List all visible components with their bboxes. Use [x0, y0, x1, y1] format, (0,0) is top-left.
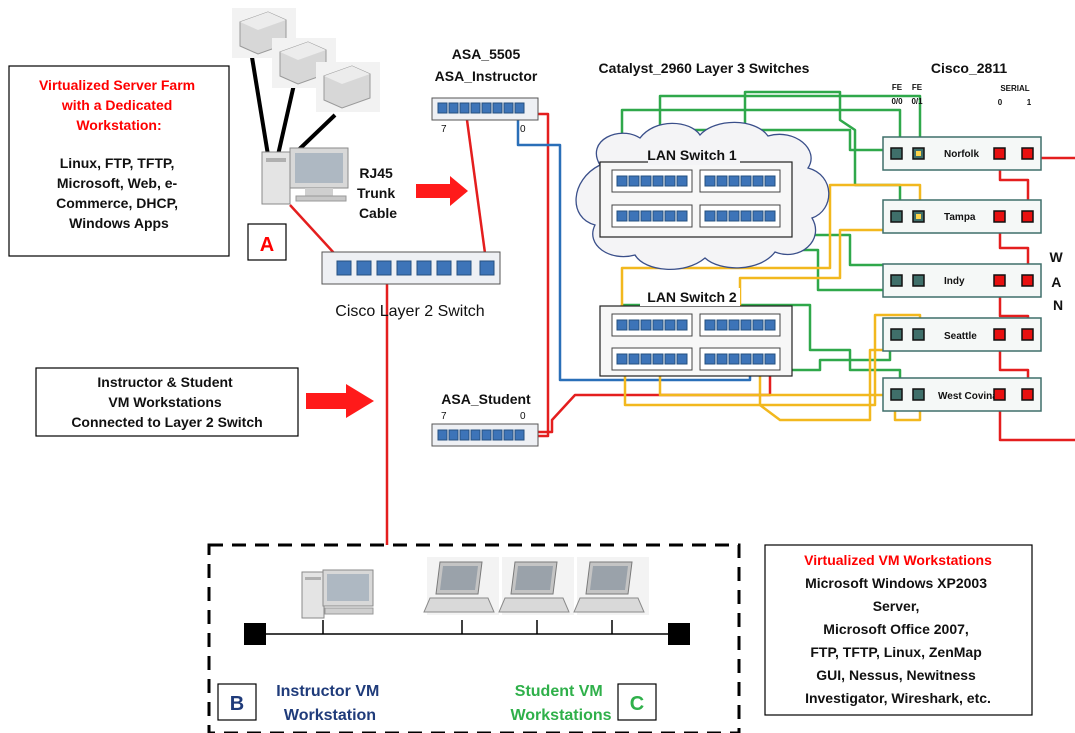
server-farm-group: Virtualized Server Farm with a Dedicated…: [8, 8, 380, 261]
lan-dashed-box: [207, 543, 741, 733]
router-headers: Cisco_2811 FE FE 0/0 0/1 SERIAL 0 1: [891, 60, 1031, 107]
laptop-icon: [498, 557, 574, 615]
serial-label: SERIAL: [1000, 84, 1029, 93]
vm-workstations-box: [764, 544, 1033, 716]
serial-port-0: 0: [998, 98, 1003, 107]
fe-label-1: FE: [892, 83, 903, 92]
marker-b-box: [217, 683, 257, 721]
layer2-switch: Cisco Layer 2 Switch: [321, 251, 501, 320]
catalyst-title: Catalyst_2960 Layer 3 Switches: [599, 60, 810, 76]
server-icon: [316, 62, 380, 112]
asa-student-label: ASA_Student: [441, 391, 531, 407]
lan-segment: B Instructor VM Workstation Student VM W…: [207, 543, 741, 733]
router-indy: Indy: [882, 263, 1042, 298]
asa-student-port-7: 7: [441, 411, 447, 422]
asa-instructor-port-7: 7: [441, 124, 447, 135]
bus-terminator-right: [668, 623, 690, 645]
router-seattle: Seattle: [882, 317, 1042, 352]
router-site-label: Seattle: [944, 331, 977, 342]
asa-student-port-0: 0: [520, 411, 526, 422]
router-west-covina: West Covina: [882, 377, 1042, 412]
marker-a-box: [247, 223, 287, 261]
cable-red-asa-l2: [465, 119, 489, 269]
desktop-computer-icon: [261, 147, 349, 205]
marker-c-box: [617, 683, 657, 721]
vm-workstations-software: Microsoft Windows XP2003 Server, Microso…: [805, 575, 991, 706]
instructor-vm-label: Instructor VM Workstation: [276, 683, 384, 724]
vm-connection-box: [35, 367, 299, 437]
lan-switch-1-label: LAN Switch 1: [647, 147, 737, 163]
vm-connection-text: Instructor & Student VM Workstations Con…: [71, 374, 262, 430]
fe-port-0-1: 0/1: [911, 97, 923, 106]
trunk-arrow: [416, 176, 468, 206]
router-title: Cisco_2811: [931, 60, 1007, 76]
asa-instructor-label: ASA_Instructor: [435, 68, 538, 84]
server-farm-services: Linux, FTP, TFTP, Microsoft, Web, e- Com…: [56, 155, 182, 231]
asa-instructor: ASA_5505 ASA_Instructor 7 0: [431, 46, 539, 135]
cable-blue-asa-lan2: [516, 120, 752, 382]
lan-switch-2: LAN Switch 2: [599, 288, 793, 377]
trunk-cable-label: RJ45 Trunk Cable: [357, 165, 399, 221]
layer2-switch-label: Cisco Layer 2 Switch: [335, 303, 484, 320]
asa-instructor-ports: [437, 102, 525, 114]
marker-b: B: [230, 693, 244, 715]
lan-switch-2-ports: [616, 319, 776, 365]
server-farm-heading: Virtualized Server Farm with a Dedicated…: [39, 77, 199, 133]
marker-a: A: [260, 234, 274, 256]
asa-student-ports: [437, 429, 525, 441]
cable-red-student-lan2: [524, 362, 772, 434]
wan-label: W A N: [1049, 249, 1066, 313]
asa-instructor-port-0: 0: [520, 124, 526, 135]
fe-port-0-0: 0/0: [891, 97, 903, 106]
router-site-label: West Covina: [938, 391, 998, 402]
vm-workstations-heading: Virtualized VM Workstations: [804, 552, 992, 568]
server-farm-box: [8, 65, 230, 257]
instructor-desktop-icon: [301, 569, 374, 619]
cable-red-asa-asa: [524, 112, 550, 438]
serial-port-1: 1: [1027, 98, 1032, 107]
student-vm-label: Student VM Workstations: [510, 683, 611, 724]
router-site-label: Tampa: [944, 212, 976, 223]
router-site-label: Norfolk: [944, 149, 979, 160]
router-site-label: Indy: [944, 276, 965, 287]
bus-terminator-left: [244, 623, 266, 645]
laptop-icon: [573, 557, 649, 615]
fe-label-2: FE: [912, 83, 923, 92]
marker-c: C: [630, 693, 644, 715]
asa-student: ASA_Student 7 0: [431, 391, 539, 447]
laptop-icon: [423, 557, 499, 615]
lan-switch-1-ports: [616, 175, 776, 222]
router-tampa: Tampa: [882, 199, 1042, 234]
lan-switch-2-label: LAN Switch 2: [647, 289, 737, 305]
asa-model-label: ASA_5505: [452, 46, 521, 62]
layer2-switch-ports: [336, 260, 495, 276]
lan-switch-1: LAN Switch 1: [599, 145, 793, 238]
router-norfolk: Norfolk: [882, 136, 1042, 171]
vm-arrow: [306, 384, 374, 418]
